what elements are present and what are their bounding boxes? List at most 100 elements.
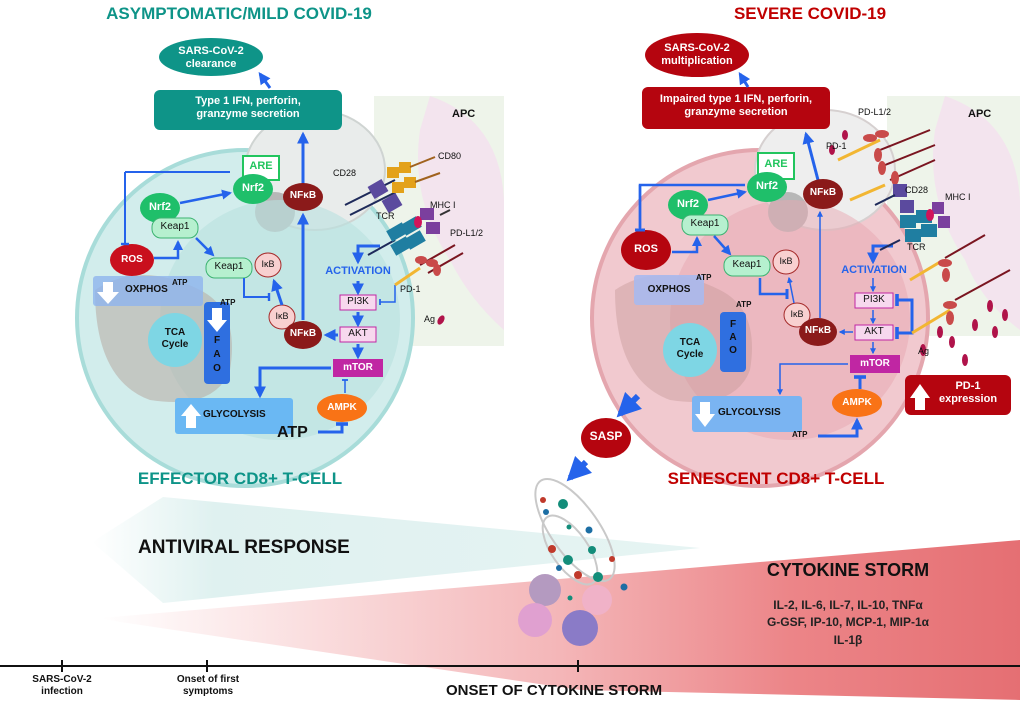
ikb-b-right [783, 302, 811, 328]
pi3k-right [854, 292, 894, 309]
secretion-line-1: Type 1 IFN, perforin, [195, 95, 301, 107]
pi3k-label-left: PI3K [347, 296, 369, 307]
oxphos-label-left: OXPHOS [125, 284, 168, 295]
outcome-clearance [159, 38, 263, 76]
secretion-left-label: Type 1 IFN, perforin,granzyme secretion [195, 95, 301, 120]
tcr-label-right: TCR [907, 242, 926, 252]
cytokine-storm-band [100, 540, 1020, 700]
infection-line-1: SARS-CoV-2 [32, 674, 92, 685]
cytokine-line-1: IL-2, IL-6, IL-7, IL-10, TNFα [773, 598, 923, 612]
outcome-multiplication [645, 33, 749, 77]
mtor-label-left: mTOR [343, 362, 373, 373]
ag-label-left: Ag [424, 314, 436, 324]
nfkb-label-left: NFκB [289, 328, 317, 339]
pd1-up-arrow [910, 384, 930, 410]
secretion-box-left [154, 90, 342, 130]
ag-label-right: Ag [918, 346, 930, 356]
pd1-expression-line-2: expression [938, 392, 998, 405]
nrf2-nuclear-label-left: Nrf2 [241, 182, 265, 194]
fao-letter-f: F [213, 335, 221, 346]
keap1-a-label-right: Keap1 [690, 218, 720, 229]
keap1-b-right [723, 255, 771, 277]
receptors-left [344, 156, 464, 325]
atp-small-1-right: ATP [696, 273, 712, 282]
nrf2-label-left: Nrf2 [148, 201, 172, 213]
outcome-line-2: clearance [185, 57, 237, 70]
apc-label-left: APC [452, 108, 476, 120]
effector-cell-label: EFFECTOR CD8+ T-CELL [137, 469, 343, 488]
infection-line-2: infection [41, 685, 83, 697]
secretion-right-label: Impaired type 1 IFN, perforin,granzyme s… [660, 93, 812, 118]
keap1-a-left [151, 217, 199, 239]
keap1-b-label-left: Keap1 [214, 261, 244, 272]
oxphos-label-right: OXPHOS [647, 284, 691, 295]
keap1-a-label-left: Keap1 [160, 221, 190, 232]
pd1-label-right: PD-1 [826, 141, 847, 151]
are-label-left: ARE [249, 160, 273, 172]
atp-small-2-right: ATP [736, 300, 752, 309]
ros-label-right: ROS [634, 243, 658, 255]
tca-line-1: TCA [679, 337, 701, 348]
ikb-a-label-right: IκB [779, 256, 793, 266]
ikb-b-label-left: IκB [275, 311, 289, 321]
pdl1-label-left: PD-L1/2 [450, 228, 484, 238]
pd1-label-left: PD-1 [400, 284, 421, 294]
glycolysis-left [175, 398, 293, 434]
atp-small-3-right: ATP [792, 430, 808, 439]
tcr-label-left: TCR [376, 211, 395, 221]
pdl1-label-right: PD-L1/2 [858, 107, 892, 117]
tca-line-2: Cycle [676, 348, 704, 360]
cytokine-cells-illustration [518, 477, 628, 646]
ampk-left [317, 394, 367, 422]
keap1-b-label-right: Keap1 [732, 259, 762, 270]
glycolysis-down-arrow [695, 402, 715, 427]
nrf2-label-right: Nrf2 [676, 198, 700, 210]
nfkb-nuclear-left [283, 183, 323, 211]
ros-right [621, 230, 671, 270]
ikb-a-right [772, 249, 800, 275]
antiviral-band [92, 497, 700, 603]
cytokine-storm-title: CYTOKINE STORM [766, 560, 930, 580]
tca-line-2: Cycle [161, 338, 189, 350]
secretion-line-1: Impaired type 1 IFN, perforin, [659, 93, 813, 105]
oxphos-down-arrow [97, 282, 119, 304]
fao-right [720, 312, 746, 372]
glycolysis-right [692, 396, 802, 432]
outcome-line-1: SARS-CoV-2 [664, 42, 730, 54]
cytokine-line-2: G-GSF, IP-10, MCP-1, MIP-1α [766, 615, 930, 630]
ampk-right [832, 389, 882, 417]
nfkb-right [799, 318, 837, 346]
apc-cell-right [887, 96, 1020, 336]
akt-label-left: AKT [348, 328, 368, 339]
nrf2-nuclear-left [233, 174, 273, 204]
timeline-storm-label: ONSET OF CYTOKINE STORM [446, 682, 663, 699]
ampk-label-left: AMPK [327, 402, 357, 413]
right-panel-title: SEVERE COVID-19 [733, 4, 887, 23]
tca-cycle-left [148, 313, 202, 367]
pd1-expression-badge [905, 375, 1011, 415]
symptoms-line-2: symptoms [182, 685, 234, 697]
akt-right [854, 324, 894, 341]
oxphos-right [634, 275, 704, 305]
oxphos-left [93, 276, 203, 306]
cytokine-line-3: IL-1β [833, 632, 863, 647]
fao-down-arrow [207, 308, 227, 332]
outcome-line-2: multiplication [661, 54, 733, 67]
nrf2-left [140, 193, 180, 223]
tca-cycle-right [663, 323, 717, 377]
ikb-b-label-right: IκB [790, 309, 804, 319]
glycolysis-label-left: GLYCOLYSIS [203, 409, 266, 420]
cd28-label-right: CD28 [905, 185, 929, 195]
atp-big-left: ATP [277, 424, 308, 441]
keap1-a-right [681, 214, 729, 236]
senescent-cell-label: SENESCENT CD8+ T-CELL [667, 469, 885, 488]
cd80-label: CD80 [438, 151, 462, 161]
